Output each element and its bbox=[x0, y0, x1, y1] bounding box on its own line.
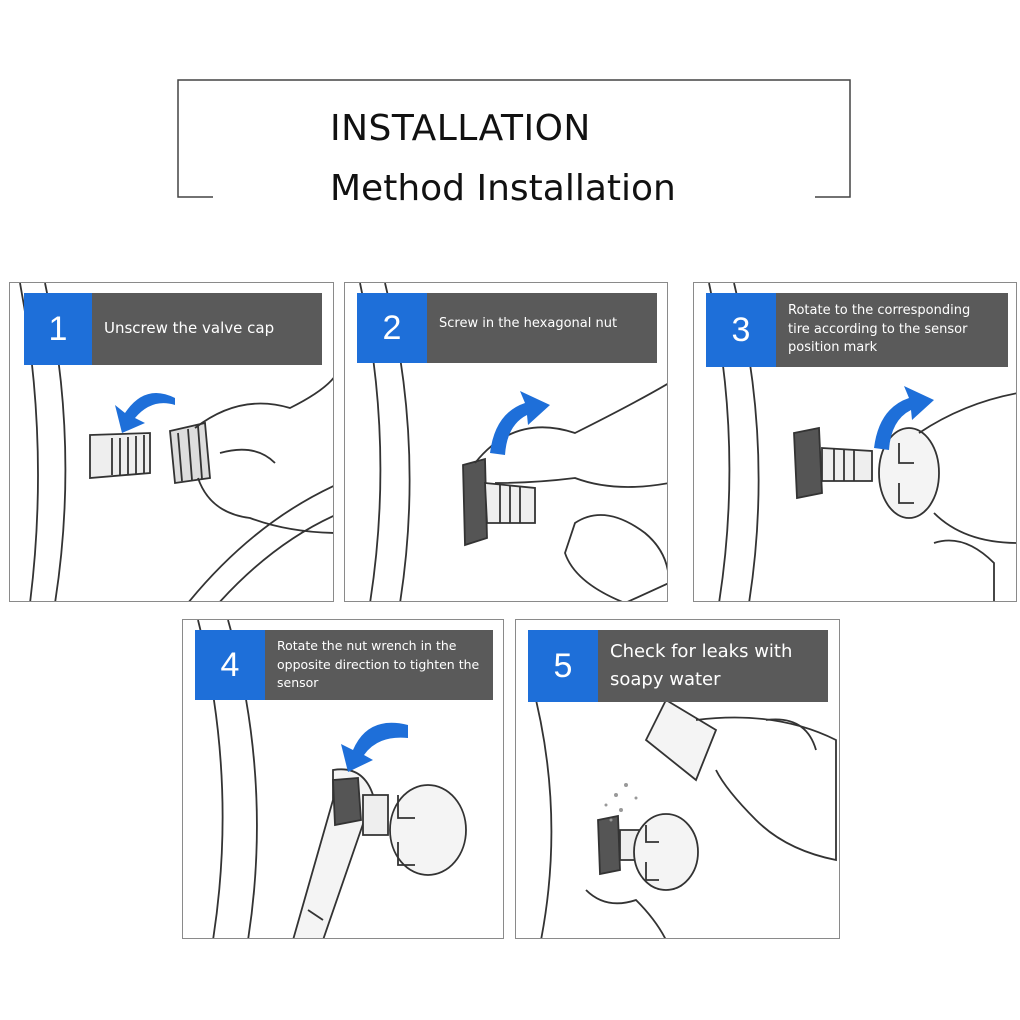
step-5-label: Check for leaks with soapy water bbox=[598, 630, 828, 702]
step-4-number-badge: 4 bbox=[195, 630, 265, 700]
step-panel-3: 3 Rotate to the corresponding tire accor… bbox=[693, 282, 1017, 602]
step-panel-1: 1 Unscrew the valve cap bbox=[9, 282, 334, 602]
page-subtitle: Method Installation bbox=[330, 168, 676, 209]
unscrew-valve-cap-illustration bbox=[19, 283, 333, 601]
step-5-number-badge: 5 bbox=[528, 630, 598, 702]
step-panel-4: 4 Rotate the nut wrench in the opposite … bbox=[182, 619, 504, 939]
tighten-with-wrench-illustration bbox=[197, 620, 467, 938]
step-4-label: Rotate the nut wrench in the opposite di… bbox=[265, 630, 493, 700]
step-panel-5: 5 Check for leaks with soapy water bbox=[515, 619, 840, 939]
step-2-label: Screw in the hexagonal nut bbox=[427, 293, 657, 363]
step-1-number-badge: 1 bbox=[24, 293, 92, 365]
leak-check-spray-illustration bbox=[530, 679, 837, 938]
step-panel-2: 2 Screw in the hexagonal nut bbox=[344, 282, 668, 602]
header-frame bbox=[177, 79, 851, 198]
step-2-number-badge: 2 bbox=[357, 293, 427, 363]
page-title: INSTALLATION bbox=[330, 108, 591, 149]
header-frame-lines bbox=[177, 79, 851, 198]
step-3-number-badge: 3 bbox=[706, 293, 776, 367]
step-3-label: Rotate to the corresponding tire accordi… bbox=[776, 293, 1008, 367]
step-1-label: Unscrew the valve cap bbox=[92, 293, 322, 365]
